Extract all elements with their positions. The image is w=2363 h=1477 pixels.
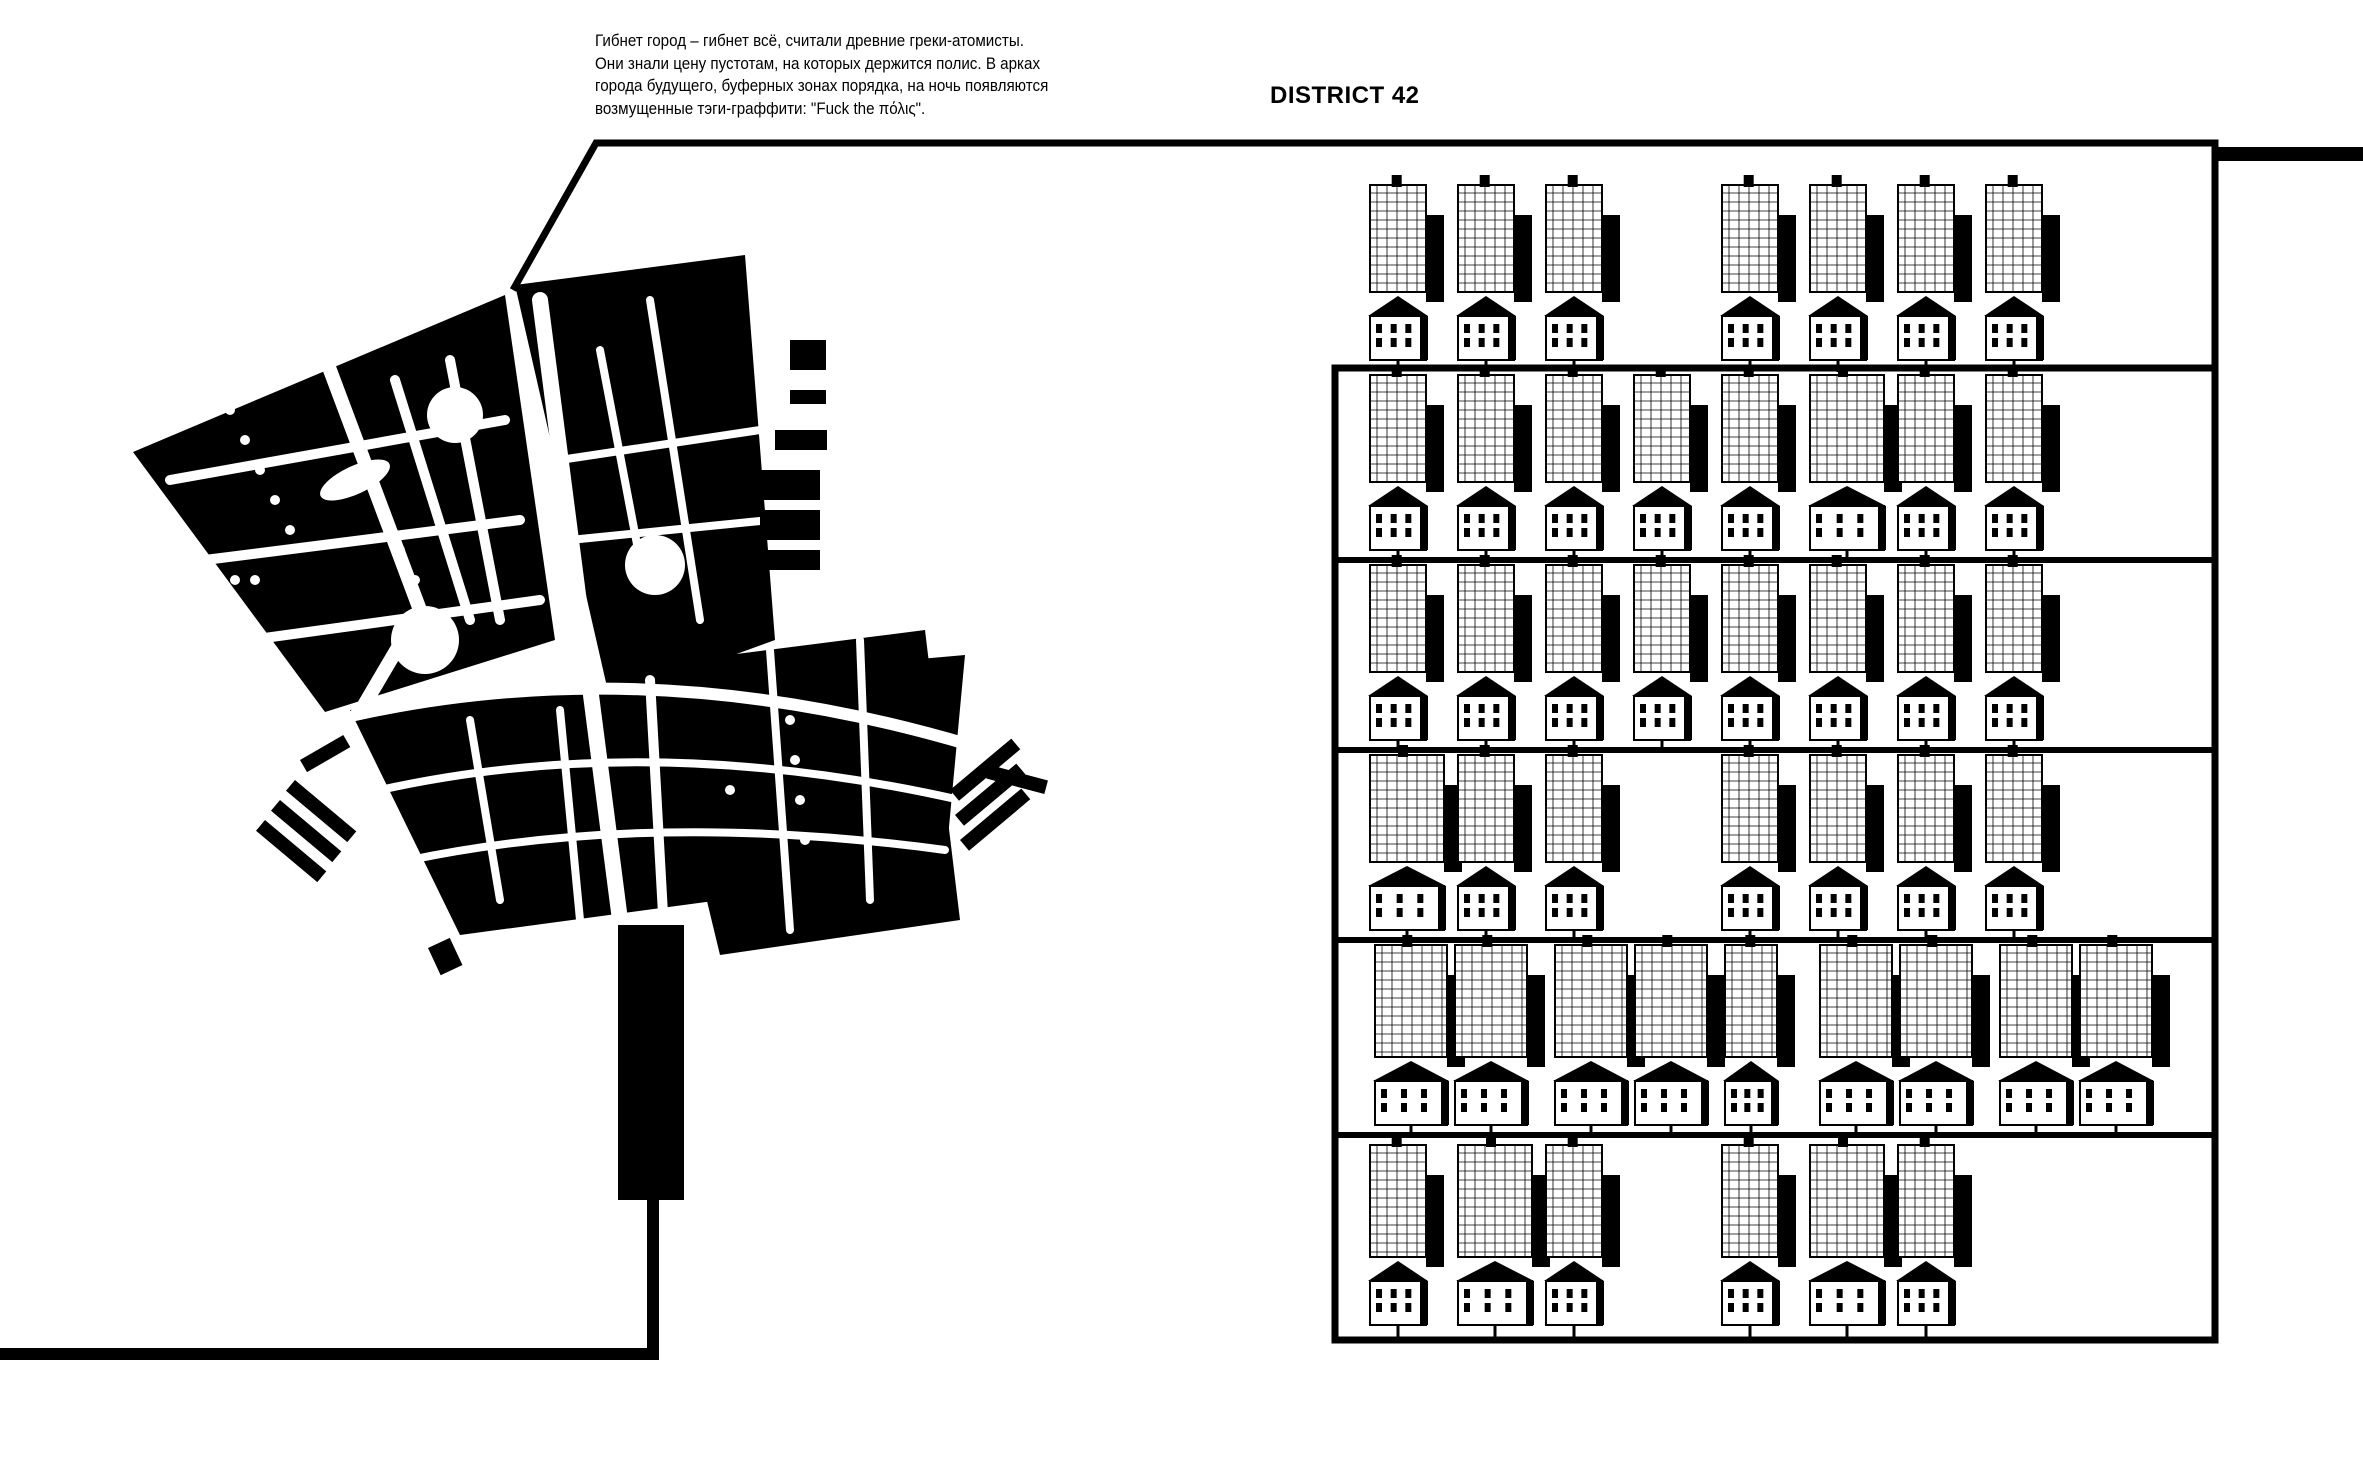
building-icon [1984,175,2060,372]
building-icon [1720,745,1796,942]
plaza [391,606,459,674]
building-icon [1896,175,1972,372]
building-icon [1544,175,1620,372]
building-icon [1808,175,1884,372]
building-icon [1898,935,1990,1137]
plaza [625,535,685,595]
street [646,296,704,624]
building-icon [1723,935,1795,1137]
street [645,675,670,955]
building-icon [1368,745,1462,942]
plaza [320,459,390,501]
building-icon [2078,935,2170,1137]
building-icon [1456,1135,1550,1337]
building-catalog [1332,175,2218,1343]
street [856,636,874,904]
street [566,516,774,544]
building-icon [1368,365,1444,562]
building-icon [1544,745,1620,942]
intro-text: Гибнет город – гибнет всё, считали древн… [595,30,1110,120]
street [245,595,545,645]
map-north-block [515,255,775,700]
building-icon [1456,175,1532,372]
frame-line [0,1195,659,1360]
building-icon [1896,555,1972,752]
building-icon [1984,555,2060,752]
building-icon [1720,555,1796,752]
intro-line: Гибнет город – гибнет всё, считали древн… [595,32,1024,50]
map-stem [618,925,684,1200]
intro-line: возмущенные тэги-граффити: "Fuck the πόλ… [595,99,926,118]
building-icon [1808,365,1902,562]
catalog-frame [1332,365,2218,1343]
map-east-arc [650,630,960,955]
building-icon [1808,1135,1902,1337]
building-icon [1632,555,1708,752]
street [556,706,584,924]
building-icon [1632,365,1708,562]
building-icon [1633,935,1725,1137]
street [556,426,764,464]
building-icon [1373,935,1465,1137]
map-streets [165,292,976,955]
map-dots [225,405,810,845]
map-bars [256,340,1048,976]
plaza [427,387,483,443]
building-icon [1453,935,1545,1137]
building-icon [1368,175,1444,372]
building-icon [1818,935,1910,1137]
street [349,682,976,751]
building-icon [1896,1135,1972,1337]
building-icon [1720,1135,1796,1337]
map-west-wedge [133,295,555,712]
building-icon [1368,1135,1444,1337]
street [376,758,964,804]
building-icon [1896,745,1972,942]
building-icon [1998,935,2090,1137]
page-title: DISTRICT 42 [1270,82,1420,109]
building-icon [1984,365,2060,562]
street [200,515,525,565]
building-icon [1553,935,1645,1137]
building-icon [1544,365,1620,562]
street [390,375,475,625]
building-icon [1456,365,1532,562]
building-icon [1720,175,1796,372]
district-map [133,255,1048,1200]
building-icon [1544,555,1620,752]
street [532,292,628,928]
building-icon [1456,555,1532,752]
monument [584,474,616,506]
street [466,716,504,904]
building-icon [1808,745,1884,942]
building-icon [1896,365,1972,562]
building-icon [1456,745,1532,942]
intro-line: города будущего, буферных зонах порядка,… [595,77,1049,95]
building-icon [1808,555,1884,752]
street [766,646,794,934]
building-icon [1544,1135,1620,1337]
intro-line: Они знали цену пустотам, на которых держ… [595,54,1041,73]
building-icon [1720,365,1796,562]
building-icon [1368,555,1444,752]
building-icon [1984,745,2060,942]
